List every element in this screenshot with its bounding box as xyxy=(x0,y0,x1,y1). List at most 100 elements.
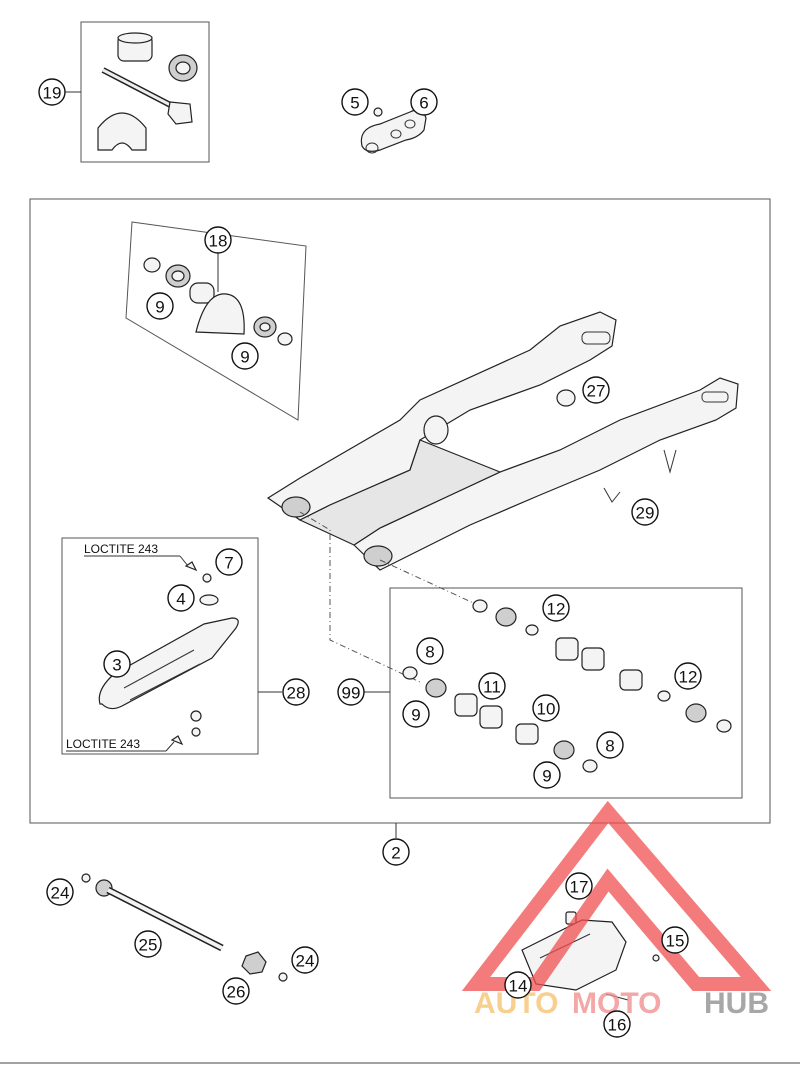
callout-circle xyxy=(416,637,444,665)
kit-28-frame xyxy=(61,537,259,755)
axle-group xyxy=(81,873,288,982)
callout-circle xyxy=(410,88,438,116)
guard-5-6-group xyxy=(360,107,427,154)
callout-17: 17 xyxy=(565,872,593,900)
callout-number: 17 xyxy=(570,878,589,897)
callout-circle xyxy=(661,926,689,954)
watermark-triangle xyxy=(461,800,772,991)
callout-29: 29 xyxy=(631,498,659,526)
callout-12: 12 xyxy=(542,594,570,622)
callout-circle xyxy=(38,78,66,106)
callout-number: 9 xyxy=(542,767,551,786)
callout-circle xyxy=(231,342,259,370)
axis-line-a xyxy=(299,511,421,683)
callout-28: 28 xyxy=(282,678,310,706)
callout-9: 9 xyxy=(402,700,430,728)
callout-circle xyxy=(222,977,250,1005)
callout-9: 9 xyxy=(533,761,561,789)
callout-number: 10 xyxy=(537,700,556,719)
callout-circle xyxy=(291,946,319,974)
washer-27-part xyxy=(556,389,576,407)
callout-number: 7 xyxy=(224,554,233,573)
callout-circle xyxy=(215,548,243,576)
callout-25: 25 xyxy=(134,930,162,958)
callout-number: 19 xyxy=(43,84,62,103)
axis-line-b xyxy=(379,559,481,607)
callout-number: 3 xyxy=(112,656,121,675)
callout-number: 18 xyxy=(209,232,228,251)
callout-circle xyxy=(204,226,232,254)
callout-circle xyxy=(504,971,532,999)
callout-number: 28 xyxy=(287,684,306,703)
callout-circle xyxy=(532,694,560,722)
callout-number: 16 xyxy=(608,1016,627,1035)
callout-number: 9 xyxy=(240,348,249,367)
callout-11: 11 xyxy=(478,672,506,700)
callout-number: 15 xyxy=(666,932,685,951)
callout-14: 14 xyxy=(504,971,532,999)
callout-27: 27 xyxy=(582,376,610,404)
callout-3: 3 xyxy=(103,650,131,678)
callout-24: 24 xyxy=(291,946,319,974)
callout-number: 14 xyxy=(509,977,528,996)
kit-18-frame xyxy=(125,221,307,421)
callout-number: 25 xyxy=(139,936,158,955)
callout-5: 5 xyxy=(341,88,369,116)
callout-15: 15 xyxy=(661,926,689,954)
callout-8: 8 xyxy=(596,731,624,759)
callout-number: 11 xyxy=(483,678,501,697)
callout-number: 29 xyxy=(636,504,655,523)
callout-circle xyxy=(631,498,659,526)
callout-circle xyxy=(282,678,310,706)
callout-circle xyxy=(542,594,570,622)
callout-circle xyxy=(146,292,174,320)
callout-number: 12 xyxy=(679,668,698,687)
callout-7: 7 xyxy=(215,548,243,576)
callout-99: 99 xyxy=(337,678,365,706)
callout-number: 9 xyxy=(411,706,420,725)
screw-5-part xyxy=(373,107,383,117)
callout-9: 9 xyxy=(231,342,259,370)
callout-6: 6 xyxy=(410,88,438,116)
callout-26: 26 xyxy=(222,977,250,1005)
half-shell-part xyxy=(97,112,147,151)
callout-circle xyxy=(603,1010,631,1038)
callout-4: 4 xyxy=(167,584,195,612)
kit-99-group xyxy=(364,587,743,799)
callout-circle xyxy=(167,584,195,612)
callout-8: 8 xyxy=(416,637,444,665)
callout-number: 26 xyxy=(227,983,246,1002)
callout-9: 9 xyxy=(146,292,174,320)
nut-26-part xyxy=(241,951,267,975)
callout-2: 2 xyxy=(382,838,410,866)
bushing-18-part xyxy=(195,293,245,335)
kit-99-frame xyxy=(389,587,743,799)
callout-circle xyxy=(46,878,74,906)
callout-circle xyxy=(341,88,369,116)
callout-number: 8 xyxy=(605,737,614,756)
callout-circle xyxy=(582,376,610,404)
loctite-label-bottom: LOCTITE 243 xyxy=(66,737,140,751)
callout-circle xyxy=(565,872,593,900)
kit-28-group: LOCTITE 243 LOCTITE 243 xyxy=(61,537,282,755)
callout-12: 12 xyxy=(674,662,702,690)
callout-number: 2 xyxy=(391,844,400,863)
callout-number: 24 xyxy=(51,884,70,903)
callout-number: 6 xyxy=(419,94,428,113)
callout-number: 27 xyxy=(587,382,606,401)
callout-number: 5 xyxy=(350,94,359,113)
callout-19: 19 xyxy=(38,78,66,106)
kit-18-group xyxy=(125,221,307,421)
callout-24: 24 xyxy=(46,878,74,906)
callout-18: 18 xyxy=(204,226,232,254)
callout-number: 12 xyxy=(547,600,566,619)
callout-number: 8 xyxy=(425,643,434,662)
callout-number: 99 xyxy=(342,684,361,703)
callout-circle xyxy=(103,650,131,678)
callout-circle xyxy=(382,838,410,866)
callout-circle xyxy=(478,672,506,700)
callout-circle xyxy=(533,761,561,789)
loctite-label-top: LOCTITE 243 xyxy=(84,542,158,556)
